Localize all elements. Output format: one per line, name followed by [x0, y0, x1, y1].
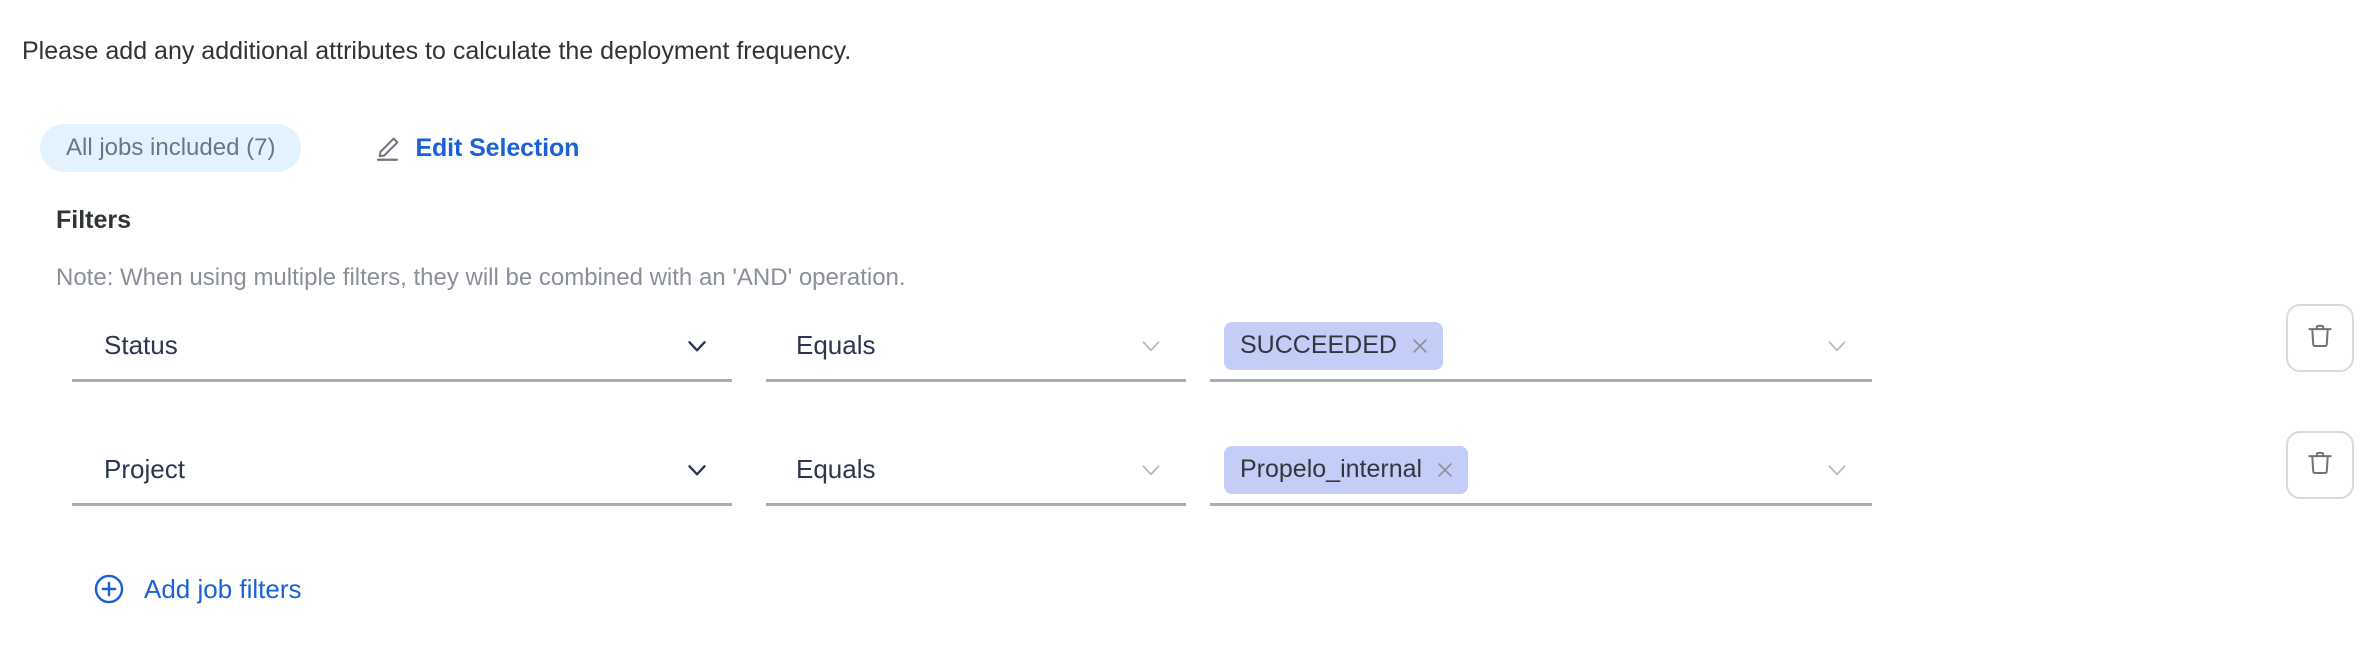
add-job-filters-label: Add job filters [144, 573, 302, 604]
pencil-icon [373, 133, 403, 163]
filter-operator-value: Equals [796, 330, 876, 360]
job-selection-row: All jobs included (7) Edit Selection [40, 124, 579, 172]
filters-note: Note: When using multiple filters, they … [56, 264, 906, 291]
filter-value-select[interactable]: SUCCEEDED [1210, 312, 1872, 382]
delete-filter-button[interactable] [2286, 304, 2354, 372]
chevron-down-icon [1824, 333, 1850, 359]
intro-text: Please add any additional attributes to … [22, 37, 852, 65]
filter-attribute-value: Status [104, 330, 178, 360]
delete-filter-button[interactable] [2286, 431, 2354, 499]
filter-attribute-select[interactable]: Status [72, 312, 732, 382]
close-icon[interactable] [1434, 459, 1456, 481]
trash-icon [2305, 448, 2335, 483]
chevron-down-icon [1824, 457, 1850, 483]
filter-attribute-value: Project [104, 454, 185, 484]
filter-attribute-select[interactable]: Project [72, 436, 732, 506]
filters-heading: Filters [56, 206, 132, 234]
add-job-filters-button[interactable]: Add job filters [92, 572, 302, 606]
chevron-down-icon [684, 457, 710, 483]
filter-value-select[interactable]: Propelo_internal [1210, 436, 1872, 506]
edit-selection-button[interactable]: Edit Selection [373, 133, 579, 163]
all-jobs-included-label: All jobs included (7) [66, 134, 276, 161]
filter-operator-value: Equals [796, 454, 876, 484]
chevron-down-icon [1138, 333, 1164, 359]
all-jobs-included-pill[interactable]: All jobs included (7) [40, 124, 302, 172]
filter-value-chip-label: Propelo_internal [1240, 455, 1423, 483]
trash-icon [2305, 321, 2335, 356]
chevron-down-icon [684, 333, 710, 359]
plus-circle-icon [92, 572, 126, 606]
filter-value-chip[interactable]: Propelo_internal [1224, 445, 1469, 494]
close-icon[interactable] [1409, 335, 1431, 357]
filter-operator-select[interactable]: Equals [766, 436, 1186, 506]
filter-operator-select[interactable]: Equals [766, 312, 1186, 382]
chevron-down-icon [1138, 457, 1164, 483]
filter-value-chip[interactable]: SUCCEEDED [1224, 321, 1443, 370]
filter-value-chip-label: SUCCEEDED [1240, 331, 1397, 359]
edit-selection-label: Edit Selection [415, 133, 580, 162]
